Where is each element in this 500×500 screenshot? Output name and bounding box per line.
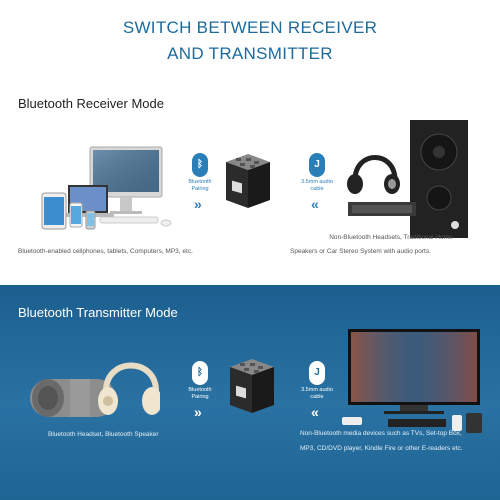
headline-line-1: SWITCH BETWEEN RECEIVER xyxy=(122,18,378,37)
pairing-label-line-2: Pairing xyxy=(191,394,209,400)
transmitter-section: Bluetooth Transmitter Mode Bluetooth Hea… xyxy=(0,285,500,500)
transmitter-right-caption-1: Non-Bluetooth media devices such as TVs,… xyxy=(300,430,462,437)
pairing-label: Bluetooth Pairing xyxy=(175,179,225,193)
receiver-right-caption-1: Non-Bluetooth Headsets, Traditional Home xyxy=(329,234,453,241)
cable-label-line-2: cable xyxy=(310,394,324,400)
media-devices-image xyxy=(340,327,490,437)
cable-label: 3.5mm audio cable xyxy=(292,179,342,193)
transmitter-mode-title: Bluetooth Transmitter Mode xyxy=(18,305,178,320)
pairing-label-line-2: Pairing xyxy=(191,186,209,192)
cable-label-line-1: 3.5mm audio xyxy=(301,179,333,185)
bluetooth-icon: ᛒ xyxy=(192,361,208,385)
pairing-label-line-1: Bluetooth xyxy=(188,179,212,185)
double-chevron-left-icon: « xyxy=(311,404,319,420)
cube-device-image xyxy=(222,152,274,210)
double-chevron-icon: » xyxy=(194,404,202,420)
cable-label: 3.5mm audio cable xyxy=(292,387,342,401)
audio-jack-icon: J xyxy=(309,153,325,177)
pairing-label-line-1: Bluetooth xyxy=(188,387,212,393)
cube-device-image xyxy=(226,357,278,415)
cable-label-line-2: cable xyxy=(310,186,324,192)
cable-label-line-1: 3.5mm audio xyxy=(301,387,333,393)
bluetooth-devices-image xyxy=(30,357,160,432)
receiver-mode-title: Bluetooth Receiver Mode xyxy=(18,96,164,111)
bluetooth-icon: ᛒ xyxy=(192,153,208,177)
double-chevron-icon: » xyxy=(194,196,202,212)
receiver-right-caption-2: Speakers or Car Stereo System with audio… xyxy=(290,248,431,255)
output-devices-image xyxy=(340,120,490,240)
source-devices-image xyxy=(40,145,180,240)
double-chevron-left-icon: « xyxy=(311,196,319,212)
pairing-label: Bluetooth Pairing xyxy=(175,387,225,401)
headline-line-2: AND TRANSMITTER xyxy=(167,44,333,63)
transmitter-right-caption-2: MP3, CD/DVD player, Kindle Fire or other… xyxy=(300,445,463,452)
audio-jack-icon: J xyxy=(309,361,325,385)
transmitter-left-caption: Bluetooth Headset, Bluetooth Speaker xyxy=(48,431,159,438)
receiver-section: SWITCH BETWEEN RECEIVER AND TRANSMITTER … xyxy=(18,18,490,255)
receiver-left-caption: Bluetooth-enabled cellphones, tablets, C… xyxy=(18,248,193,255)
